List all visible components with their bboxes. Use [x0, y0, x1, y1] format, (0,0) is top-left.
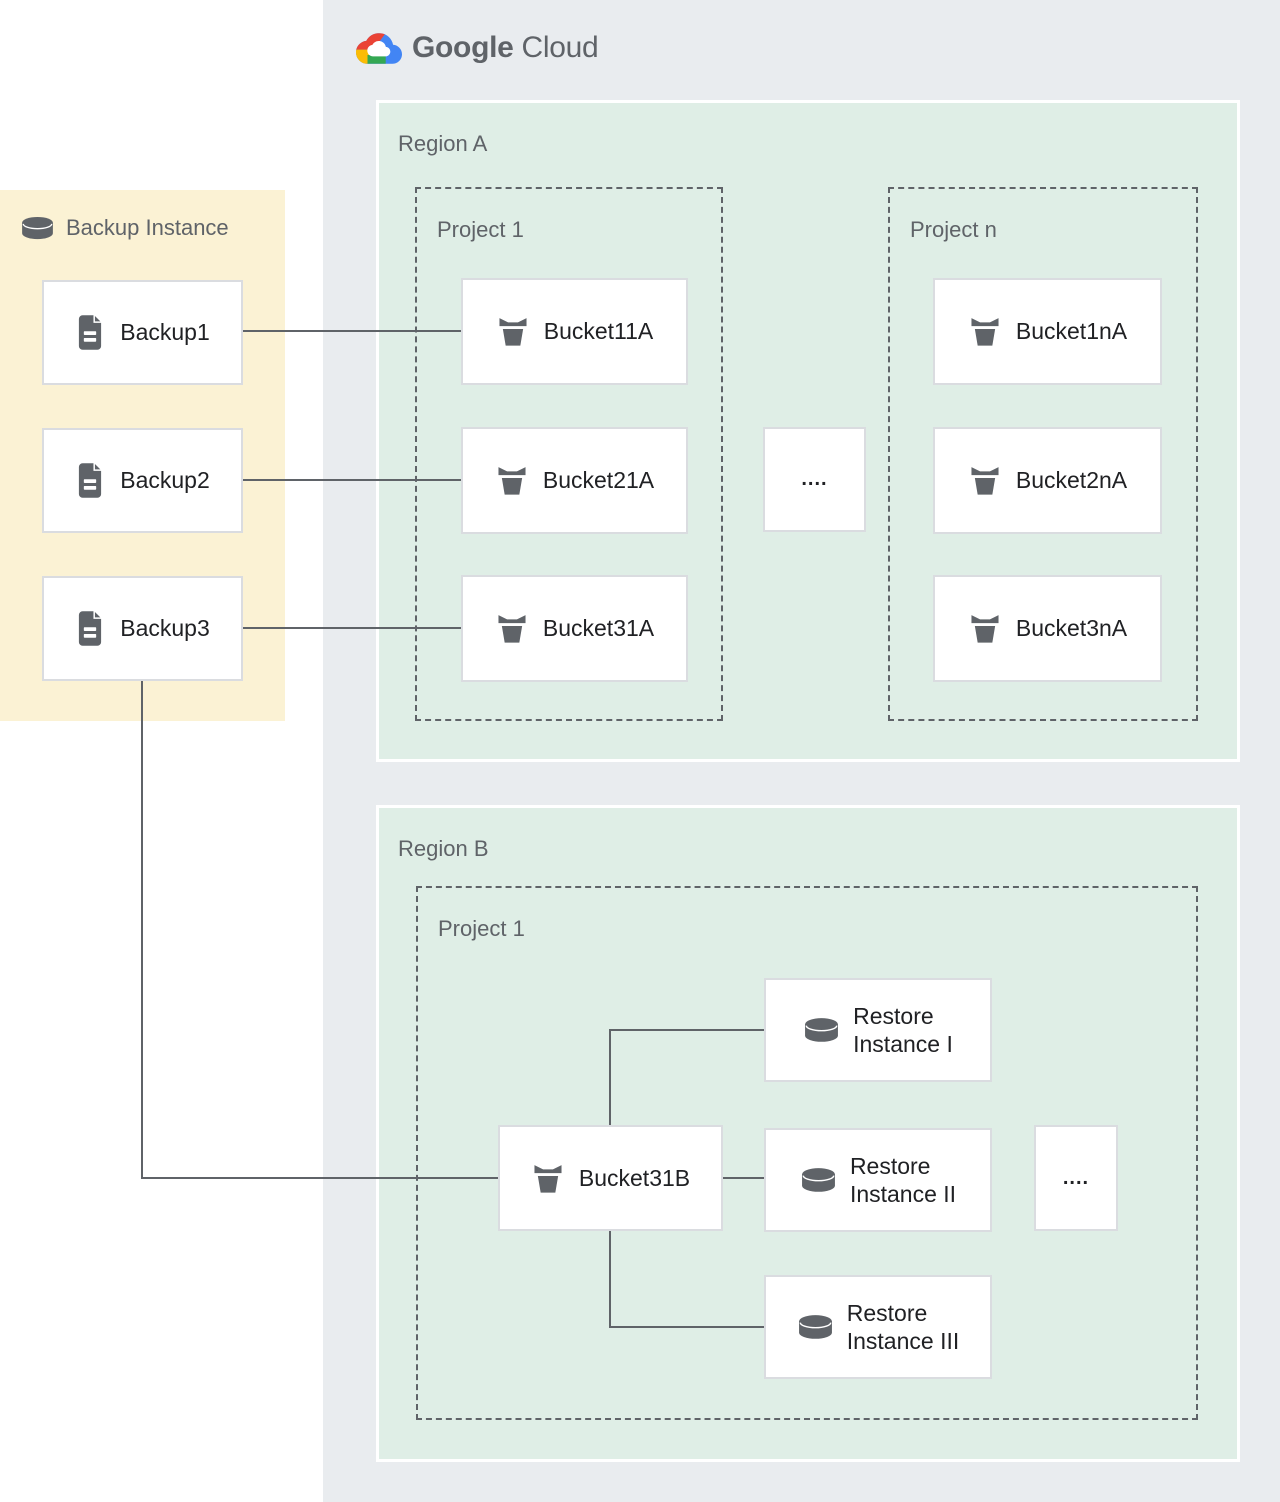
logo-word-google: Google: [412, 31, 514, 64]
more-projects-ellipsis-a: ....: [763, 427, 866, 532]
backup2-card: Backup2: [42, 428, 243, 533]
bucket-icon: [498, 467, 526, 495]
backup-instance-header: Backup Instance: [20, 215, 229, 241]
region-a-label: Region A: [398, 131, 488, 156]
connector-backup3-bucket31b-horizontal: [141, 1177, 498, 1179]
project-na-label: Project n: [910, 217, 997, 242]
bucket31b-label: Bucket31B: [578, 1164, 691, 1191]
ellipsis-b-text: ....: [1062, 1166, 1090, 1189]
bucket-icon: [971, 467, 999, 495]
backup-instance-panel: Backup Instance Backup1 Backup2 Backup3: [0, 190, 285, 721]
bucket3na-card: Bucket3nA: [933, 575, 1162, 682]
bucket21a-label: Bucket21A: [542, 467, 655, 493]
google-cloud-logo-icon: [356, 32, 402, 64]
backup3-card: Backup3: [42, 576, 243, 681]
bucket-icon: [498, 615, 526, 643]
connector-backup3-bucket31a: [243, 627, 461, 629]
bucket1na-card: Bucket1nA: [933, 278, 1162, 385]
region-a: Region A Project 1 Bucket11A Bucket21A B…: [376, 100, 1240, 762]
connector-bucket31b-restore1-horizontal: [609, 1029, 764, 1031]
bucket31a-card: Bucket31A: [461, 575, 688, 682]
bucket31b-card: Bucket31B: [498, 1125, 723, 1231]
bucket-icon: [499, 318, 527, 346]
bucket-icon: [534, 1164, 562, 1193]
database-icon: [21, 215, 54, 240]
document-icon: [79, 315, 102, 350]
database-icon: [798, 1313, 833, 1340]
project-n-region-a: Project n Bucket1nA Bucket2nA Bucket3nA: [888, 187, 1198, 721]
region-b-label: Region B: [398, 836, 489, 861]
ellipsis-a-text: ....: [801, 468, 828, 490]
connector-bucket31b-restore1-vertical: [609, 1031, 611, 1125]
bucket2na-label: Bucket2nA: [1015, 467, 1128, 493]
project-1a-label: Project 1: [437, 217, 524, 242]
connector-backup3-bucket31b-vertical: [141, 681, 143, 1178]
backup1-label: Backup1: [120, 319, 210, 345]
bucket-icon: [971, 318, 999, 346]
backup3-label: Backup3: [120, 615, 210, 641]
bucket2na-card: Bucket2nA: [933, 427, 1162, 534]
backup-instance-label: Backup Instance: [66, 215, 229, 240]
connector-bucket31b-restore2: [723, 1177, 764, 1179]
more-restores-ellipsis-b: ....: [1034, 1125, 1118, 1231]
bucket1na-label: Bucket1nA: [1015, 318, 1128, 344]
document-icon: [79, 611, 102, 646]
document-icon: [79, 463, 102, 498]
logo-word-cloud: Cloud: [521, 31, 599, 64]
bucket11a-label: Bucket11A: [543, 318, 654, 344]
bucket3na-label: Bucket3nA: [1015, 615, 1128, 641]
connector-bucket31b-restore3-horizontal: [609, 1326, 764, 1328]
backup2-label: Backup2: [120, 467, 210, 493]
bucket-icon: [971, 615, 999, 643]
connector-bucket31b-restore3-vertical: [609, 1231, 611, 1327]
database-icon: [804, 1016, 839, 1043]
backup1-card: Backup1: [42, 280, 243, 385]
bucket21a-card: Bucket21A: [461, 427, 688, 534]
database-icon: [801, 1166, 836, 1193]
connector-backup2-bucket21a: [243, 479, 461, 481]
project-1b-label: Project 1: [438, 916, 525, 941]
project-1-region-a: Project 1 Bucket11A Bucket21A Bucket31A: [415, 187, 723, 721]
connector-backup1-bucket11a: [243, 330, 461, 332]
bucket11a-card: Bucket11A: [461, 278, 688, 385]
bucket31a-label: Bucket31A: [542, 615, 655, 641]
